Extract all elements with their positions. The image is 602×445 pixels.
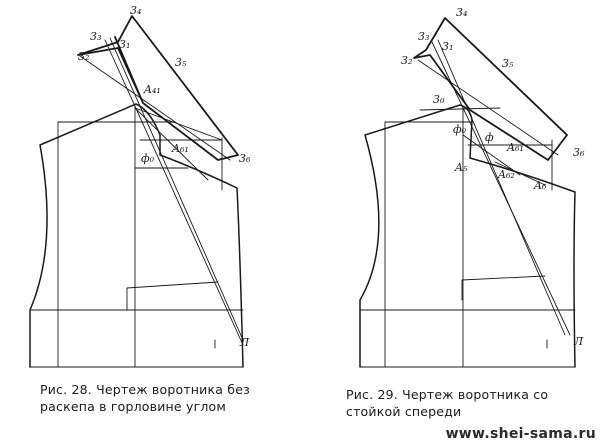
figure-28-drawing: [29, 15, 244, 368]
point-label-a6: A₆: [533, 179, 547, 192]
figure-28-caption: Рис. 28. Чертеж воротника без раскепа в …: [40, 381, 270, 415]
point-label-l: Л: [573, 335, 584, 348]
point-label-z0: 3₀: [433, 93, 445, 106]
caption-line: стойкой спереди: [346, 404, 462, 419]
caption-line: раскепа в горловине углом: [40, 399, 226, 414]
construction-lines: [79, 37, 244, 349]
point-label-a62: A₆₂: [497, 168, 515, 181]
point-label-z3: 3₃: [418, 30, 429, 43]
point-label-phi0: ф₀: [453, 123, 467, 136]
point-label-z4: 3₄: [130, 4, 141, 17]
site-watermark: www.shei-sama.ru: [445, 426, 596, 442]
point-label-a5: A₅: [454, 161, 468, 174]
construction-lines: [417, 39, 571, 349]
point-label-z2: 3₂: [401, 54, 412, 67]
collar-outline: [413, 17, 568, 161]
point-label-l: Л: [239, 336, 250, 349]
point-label-z6: 3₆: [573, 146, 585, 159]
bodice-outline: [29, 103, 244, 368]
point-label-phi: ф: [485, 131, 494, 144]
point-label-z4: 3₄: [456, 6, 467, 19]
point-label-z1: 3₁: [442, 40, 453, 53]
point-label-phi0: ф₀: [141, 152, 155, 165]
point-label-z1: 3₁: [119, 38, 130, 51]
figure-28-labels: 3₃ 3₁ 3₂ 3₄ 3₅ A₄₁ A₆₁ ф₀ 3₆ Л: [78, 4, 251, 349]
point-label-z3: 3₃: [90, 30, 101, 43]
collar-outline: [77, 15, 239, 161]
point-label-a41: A₄₁: [143, 83, 161, 96]
point-label-a61: A₆₁: [506, 141, 524, 154]
figure-29-drawing: [359, 17, 576, 368]
point-label-z6: 3₆: [239, 152, 251, 165]
point-label-z5: 3₅: [502, 57, 514, 70]
point-label-a61: A₆₁: [171, 142, 189, 155]
frame-lines: [359, 105, 576, 368]
caption-line: Рис. 29. Чертеж воротника со: [346, 387, 549, 402]
figure-29-caption: Рис. 29. Чертеж воротника со стойкой спе…: [346, 386, 596, 420]
frame-lines: [29, 105, 244, 368]
figure-29-labels: 3₃ 3₁ 3₂ 3₄ 3₅ 3₀ ф₀ ф A₆₁ 3₆ A₅ A₆₂ A₆ …: [401, 6, 585, 348]
point-label-z2: 3₂: [78, 50, 89, 63]
caption-line: Рис. 28. Чертеж воротника без: [40, 382, 250, 397]
point-label-z5: 3₅: [175, 56, 187, 69]
